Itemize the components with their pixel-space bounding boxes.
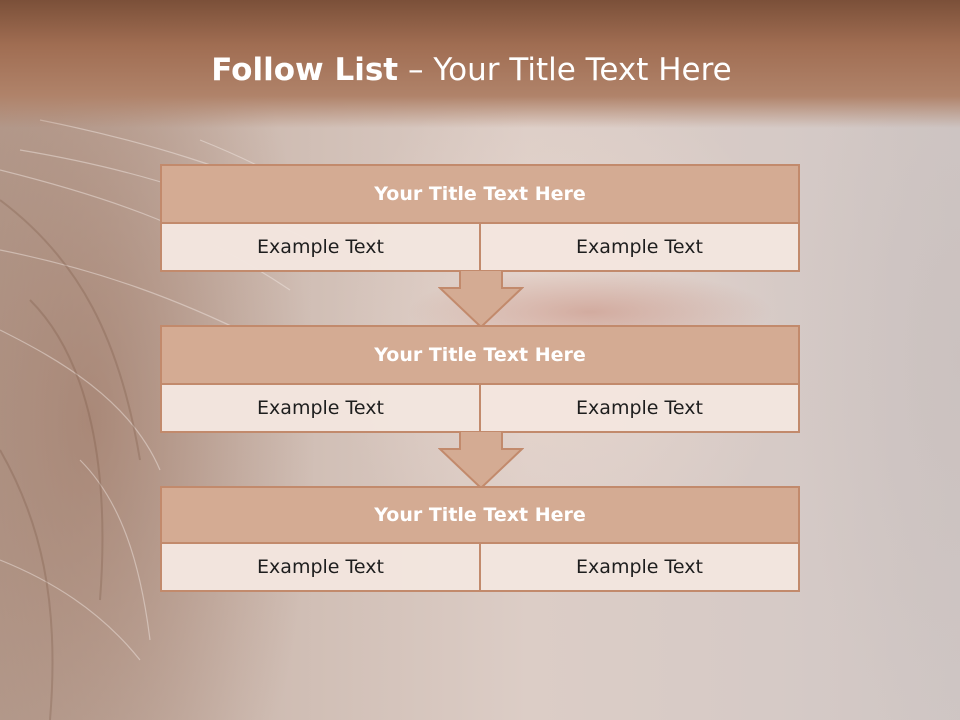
step-title: Your Title Text Here	[162, 327, 798, 385]
step-block-3: Your Title Text Here Example Text Exampl…	[160, 486, 800, 592]
step-title: Your Title Text Here	[162, 488, 798, 544]
step-row: Example Text Example Text	[162, 385, 798, 431]
step-block-2: Your Title Text Here Example Text Exampl…	[160, 325, 800, 433]
step-row: Example Text Example Text	[162, 224, 798, 270]
step-cell-right: Example Text	[479, 224, 798, 270]
step-cell-left: Example Text	[162, 544, 479, 590]
header-band	[0, 0, 960, 128]
step-cell-right: Example Text	[479, 544, 798, 590]
down-arrow-icon	[438, 431, 524, 489]
step-row: Example Text Example Text	[162, 544, 798, 590]
step-cell-left: Example Text	[162, 224, 479, 270]
slide-title: Follow List – Your Title Text Here	[0, 52, 943, 88]
step-block-1: Your Title Text Here Example Text Exampl…	[160, 164, 800, 272]
down-arrow-icon	[438, 270, 524, 328]
title-rest: – Your Title Text Here	[398, 52, 732, 88]
step-cell-right: Example Text	[479, 385, 798, 431]
title-bold: Follow List	[211, 52, 399, 88]
step-cell-left: Example Text	[162, 385, 479, 431]
step-title: Your Title Text Here	[162, 166, 798, 224]
